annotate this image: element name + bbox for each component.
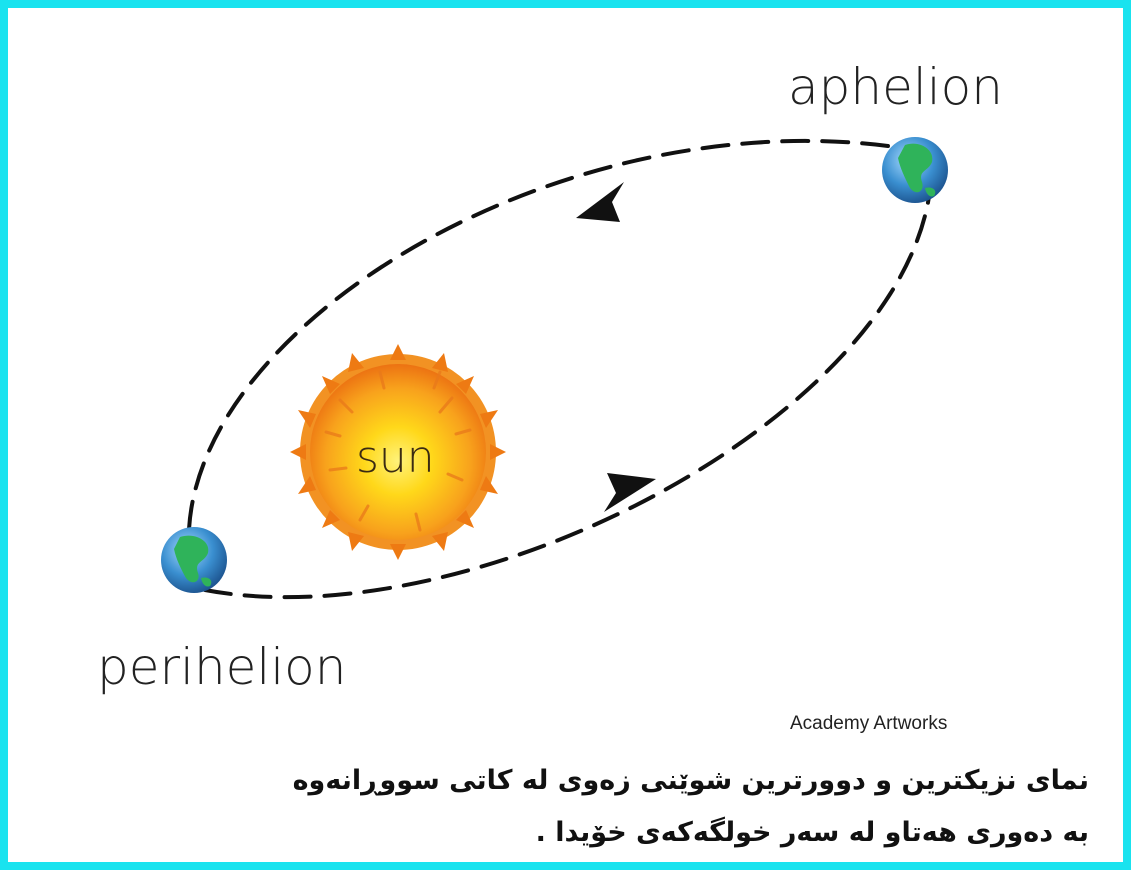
arrowhead-icon <box>604 473 656 512</box>
earth-icon <box>882 137 948 203</box>
sun-label: sun <box>356 432 435 483</box>
earth-icon <box>161 527 227 593</box>
image-credit: Academy Artworks <box>790 713 948 734</box>
sun-icon <box>290 344 506 560</box>
perihelion-label: perihelion <box>97 638 347 696</box>
caption-line-1: نمای نزیکترین و دوورترین شوێنی زەوی لە ک… <box>292 765 1089 796</box>
arrowhead-icon <box>576 182 624 222</box>
orbit-path <box>187 139 932 600</box>
aphelion-label: aphelion <box>788 58 1003 116</box>
caption-line-2: بە دەوری هەتاو لە سەر خولگەکەی خۆیدا . <box>535 817 1089 848</box>
